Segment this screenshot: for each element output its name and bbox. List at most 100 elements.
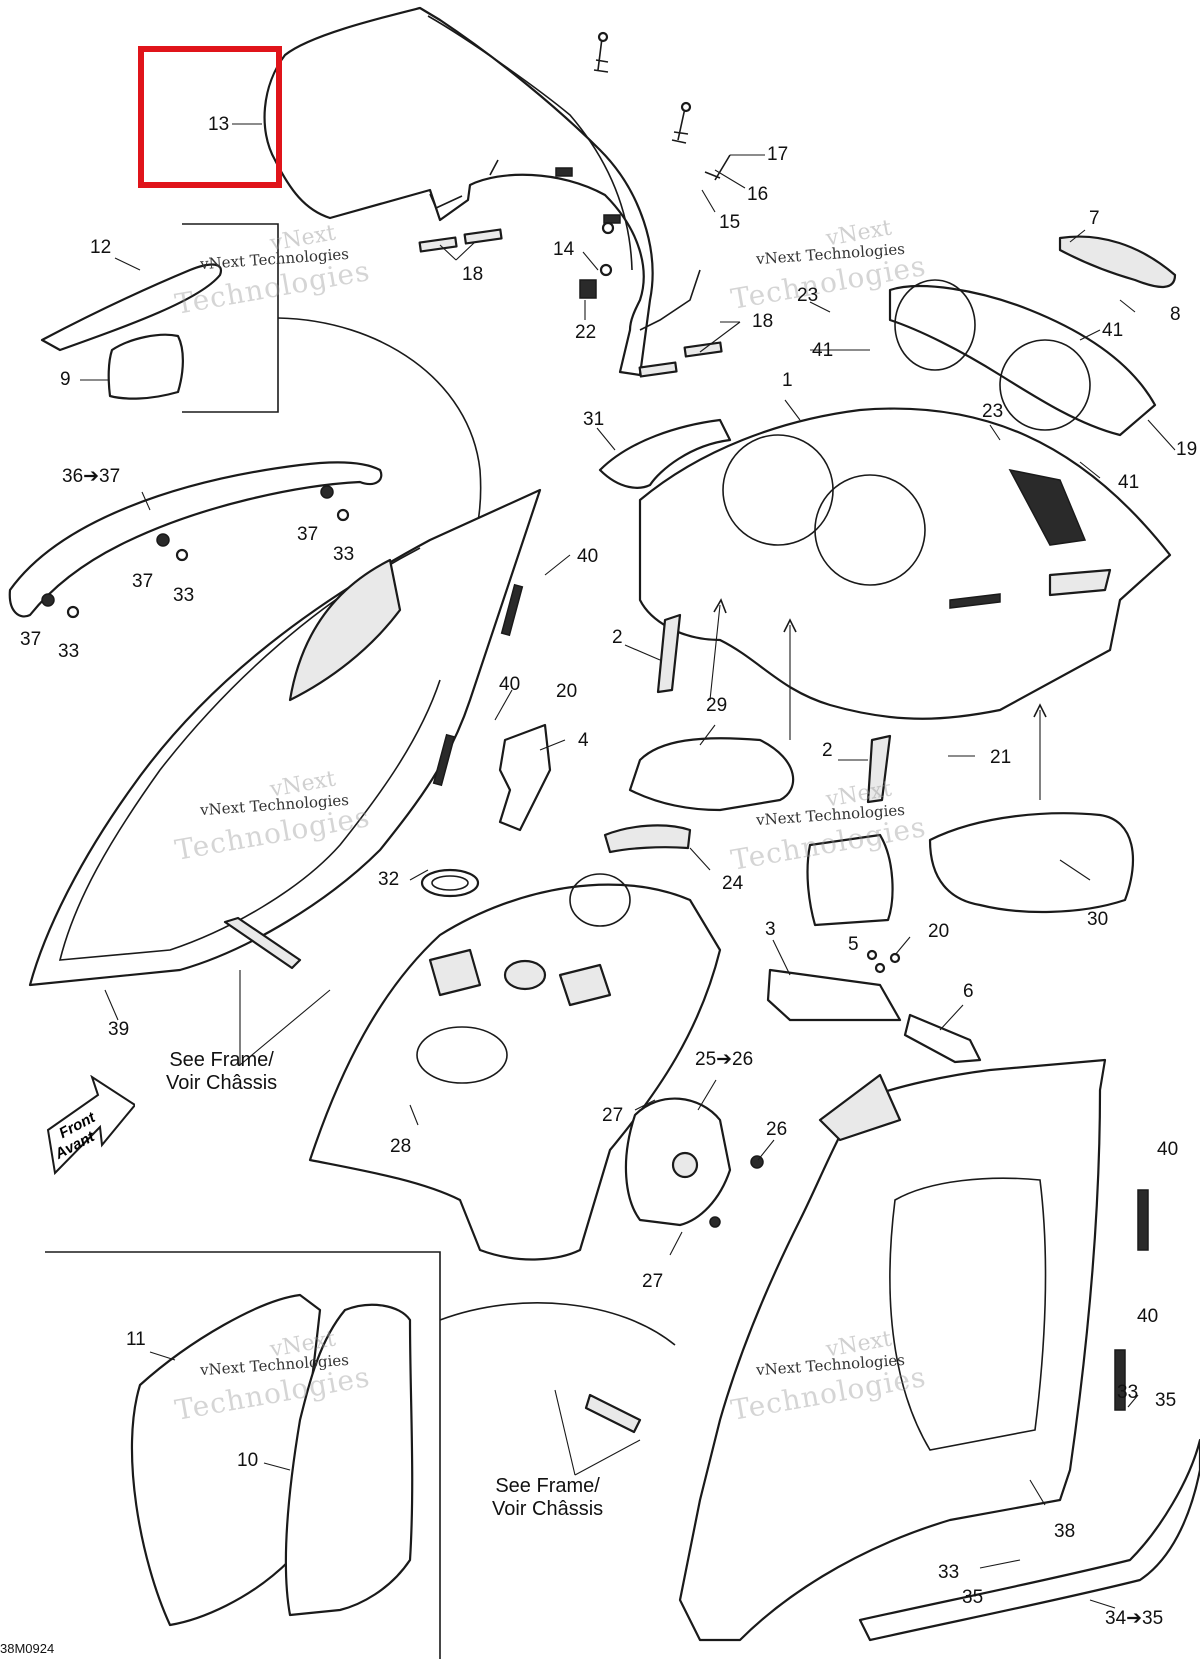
label-23: 23	[982, 401, 1004, 422]
part-fasteners-37-33	[41, 485, 350, 619]
label-17: 17	[767, 144, 789, 165]
label-20: 20	[928, 921, 950, 942]
label-24: 24	[722, 873, 744, 894]
label-4: 4	[578, 730, 589, 751]
label-8: 8	[1170, 304, 1181, 325]
front-arrow-icon	[46, 1074, 137, 1176]
part-39-side-panel	[28, 488, 542, 987]
label-11: 11	[126, 1329, 146, 1350]
label-5: 5	[848, 934, 859, 955]
part-10-panel	[284, 1303, 414, 1617]
part-28-console	[308, 873, 722, 1261]
see-frame-note: See Frame/ Voir Châssis	[492, 1475, 603, 1521]
label-34-35: 34➔35	[1105, 1608, 1164, 1629]
label-32: 32	[378, 869, 400, 890]
part-frame-pins	[223, 916, 642, 1434]
label-40: 40	[499, 674, 521, 695]
label-16: 16	[747, 184, 769, 205]
label-37: 37	[132, 571, 154, 592]
label-21: 21	[990, 747, 1012, 768]
label-13: 13	[208, 114, 230, 135]
part-7-cover	[1058, 235, 1177, 288]
part-29-armrest	[628, 737, 795, 812]
part-3-5-6-brackets	[766, 949, 982, 1064]
label-37: 37	[20, 629, 42, 650]
see-frame-line2: Voir Châssis	[166, 1072, 278, 1094]
inset-bracket-bottom	[45, 1251, 441, 1659]
label-35: 35	[962, 1587, 984, 1608]
label-41: 41	[812, 340, 834, 361]
label-2: 2	[612, 627, 623, 648]
part-13-windshield	[263, 6, 701, 377]
label-40: 40	[1157, 1139, 1179, 1160]
label-22: 22	[575, 322, 597, 343]
part-30-pad	[928, 812, 1135, 914]
label-20: 20	[556, 681, 578, 702]
curve-arrow-to-38	[439, 1302, 676, 1346]
label-30: 30	[1087, 909, 1109, 930]
see-frame-line1: See Frame/	[169, 1049, 274, 1071]
highlight-box	[138, 46, 282, 188]
label-18: 18	[462, 264, 484, 285]
label-41: 41	[1102, 320, 1124, 341]
label-40: 40	[577, 546, 599, 567]
label-41: 41	[1118, 472, 1140, 493]
part-windshield-hardware	[555, 31, 731, 299]
label-27: 27	[602, 1105, 624, 1126]
label-29: 29	[706, 695, 728, 716]
label-38: 38	[1054, 1521, 1076, 1542]
part-31-trim	[598, 418, 732, 489]
part-2-brackets	[656, 613, 892, 804]
see-frame-line1: See Frame/	[495, 1475, 600, 1497]
label-31: 31	[583, 409, 605, 430]
part-29-lower-pad	[806, 833, 894, 927]
label-35: 35	[1155, 1390, 1177, 1411]
see-frame-pointers	[239, 970, 641, 1476]
label-9: 9	[60, 369, 71, 390]
part-12-trim	[40, 263, 223, 352]
label-10: 10	[237, 1450, 259, 1471]
label-7: 7	[1089, 208, 1100, 229]
label-27: 27	[642, 1271, 664, 1292]
drawing-code: 38M0924	[0, 1641, 55, 1656]
label-33: 33	[333, 544, 355, 565]
label-6: 6	[963, 981, 974, 1002]
label-25-26: 25➔26	[695, 1049, 754, 1070]
part-38-side-panel	[678, 1058, 1107, 1642]
part-9-pad	[107, 333, 184, 400]
label-23: 23	[797, 285, 819, 306]
label-37: 37	[297, 524, 319, 545]
label-33: 33	[1117, 1382, 1139, 1403]
assembly-arrows	[709, 598, 1047, 800]
part-4-bracket	[498, 723, 552, 832]
label-39: 39	[108, 1019, 130, 1040]
label-33: 33	[58, 641, 80, 662]
label-12: 12	[90, 237, 112, 258]
label-33: 33	[173, 585, 195, 606]
part-19-gauge-housing	[888, 279, 1157, 437]
part-25-26-lock	[624, 1097, 764, 1228]
label-33: 33	[938, 1562, 960, 1583]
label-2: 2	[822, 740, 833, 761]
label-1: 1	[782, 370, 793, 391]
label-15: 15	[719, 212, 741, 233]
leader-lines	[80, 123, 1176, 1609]
label-28: 28	[390, 1136, 412, 1157]
part-40-strips	[1114, 1189, 1149, 1411]
see-frame-note: See Frame/ Voir Châssis	[166, 1049, 277, 1095]
label-19: 19	[1176, 439, 1198, 460]
part-34-rail	[858, 1438, 1200, 1642]
label-40: 40	[1137, 1306, 1159, 1327]
part-1-dash	[638, 407, 1172, 720]
part-18-clips	[418, 228, 723, 378]
part-24-clip	[603, 824, 692, 854]
label-26: 26	[766, 1119, 788, 1140]
label-3: 3	[765, 919, 776, 940]
see-frame-line2: Voir Châssis	[492, 1498, 604, 1520]
front-direction-indicator: Front Avant	[40, 1074, 137, 1176]
label-18: 18	[752, 311, 774, 332]
label-36-37: 36➔37	[62, 466, 121, 487]
part-32-grommet	[420, 868, 480, 898]
label-14: 14	[553, 239, 575, 260]
